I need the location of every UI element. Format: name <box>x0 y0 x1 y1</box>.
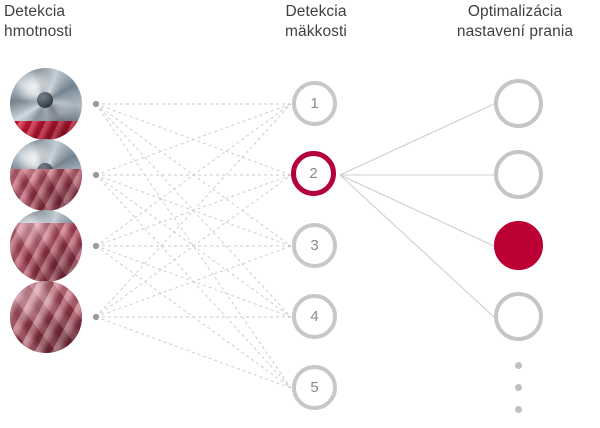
drum-photo-load-medium <box>10 210 82 282</box>
hidden-node-1-label: 1 <box>310 95 319 112</box>
hidden-node-5[interactable]: 5 <box>292 365 337 410</box>
input-connector-dots <box>92 100 100 321</box>
drum-gloss-overlay <box>10 210 82 282</box>
output-node-2[interactable] <box>494 150 543 199</box>
output-node-3-selected[interactable] <box>494 221 543 270</box>
column-title-weight-detection: Detekcia hmotnosti <box>4 3 73 40</box>
hidden-node-2-active[interactable]: 2 <box>291 151 336 196</box>
laundry-fabric-fill <box>10 121 82 140</box>
laundry-fabric-fill <box>10 222 82 282</box>
output-node-4[interactable] <box>494 292 543 341</box>
hidden-node-4-label: 4 <box>310 308 319 325</box>
column-title-softness-detection: Detekcia mäkkosti <box>285 3 347 40</box>
laundry-fabric-fill <box>10 169 82 211</box>
hidden-node-4[interactable]: 4 <box>292 294 337 339</box>
hidden-node-1[interactable]: 1 <box>292 81 337 126</box>
drum-gloss-overlay <box>10 68 82 140</box>
hidden-node-5-label: 5 <box>310 379 319 396</box>
ellipsis-dot <box>515 362 522 369</box>
drum-gloss-overlay <box>10 139 82 211</box>
ellipsis-dot <box>515 384 522 391</box>
hidden-node-3-label: 3 <box>310 237 319 254</box>
output-node-1[interactable] <box>494 79 543 128</box>
drum-photo-load-full <box>10 281 82 353</box>
laundry-fabric-fill <box>10 281 82 353</box>
drum-photo-load-low <box>10 139 82 211</box>
hidden-node-3[interactable]: 3 <box>292 223 337 268</box>
output-more-indicator <box>515 362 522 428</box>
ellipsis-dot <box>515 406 522 413</box>
drum-photo-load-very-low <box>10 68 82 140</box>
hidden-node-2-label: 2 <box>309 165 318 182</box>
drum-gloss-overlay <box>10 281 82 353</box>
column-title-wash-optimization: Optimalizácia nastavení prania <box>456 3 574 40</box>
